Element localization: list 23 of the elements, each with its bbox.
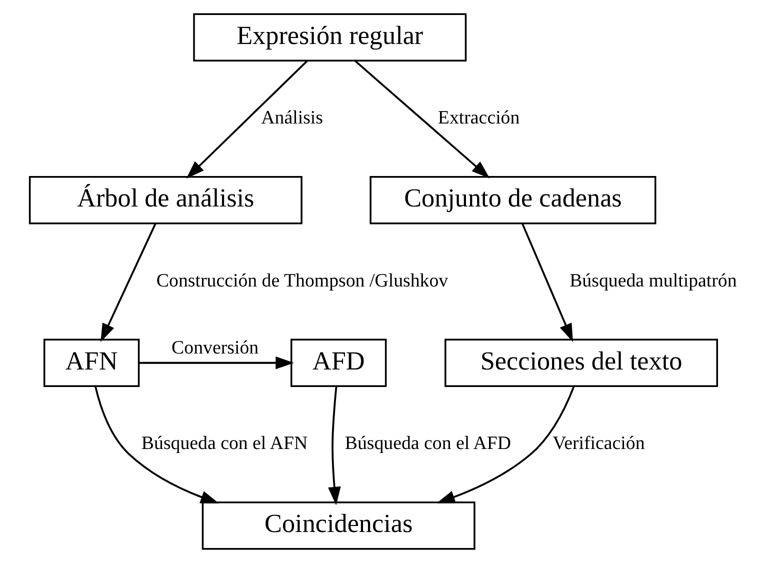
edge-label: Análisis — [261, 108, 324, 129]
arrow — [328, 386, 341, 506]
node-box: Expresión regular — [193, 13, 467, 62]
arrow — [100, 223, 156, 342]
edge-label: Búsqueda multipatrón — [570, 270, 737, 292]
node-box: AFD — [290, 338, 387, 387]
edge-label: Verificación — [552, 433, 645, 454]
edge-label: Construcción de Thompson /Glushkov — [156, 270, 448, 292]
node-box: AFN — [43, 338, 140, 387]
node-box: Coincidencias — [202, 502, 476, 550]
arrow — [354, 60, 490, 178]
arrow — [186, 60, 308, 179]
edge-label: Conversión — [172, 337, 259, 358]
arrow — [522, 223, 573, 342]
node-box: Árbol de análisis — [28, 176, 302, 224]
edge-label: Extracción — [438, 108, 520, 129]
edge-label: Búsqueda con el AFN — [141, 433, 308, 454]
arrow — [139, 356, 294, 370]
edge-label: Búsqueda con el AFD — [344, 433, 512, 454]
node-box: Conjunto de cadenas — [370, 176, 656, 224]
arrow — [436, 386, 575, 504]
arrow — [94, 386, 219, 504]
node-box: Secciones del texto — [444, 338, 718, 387]
